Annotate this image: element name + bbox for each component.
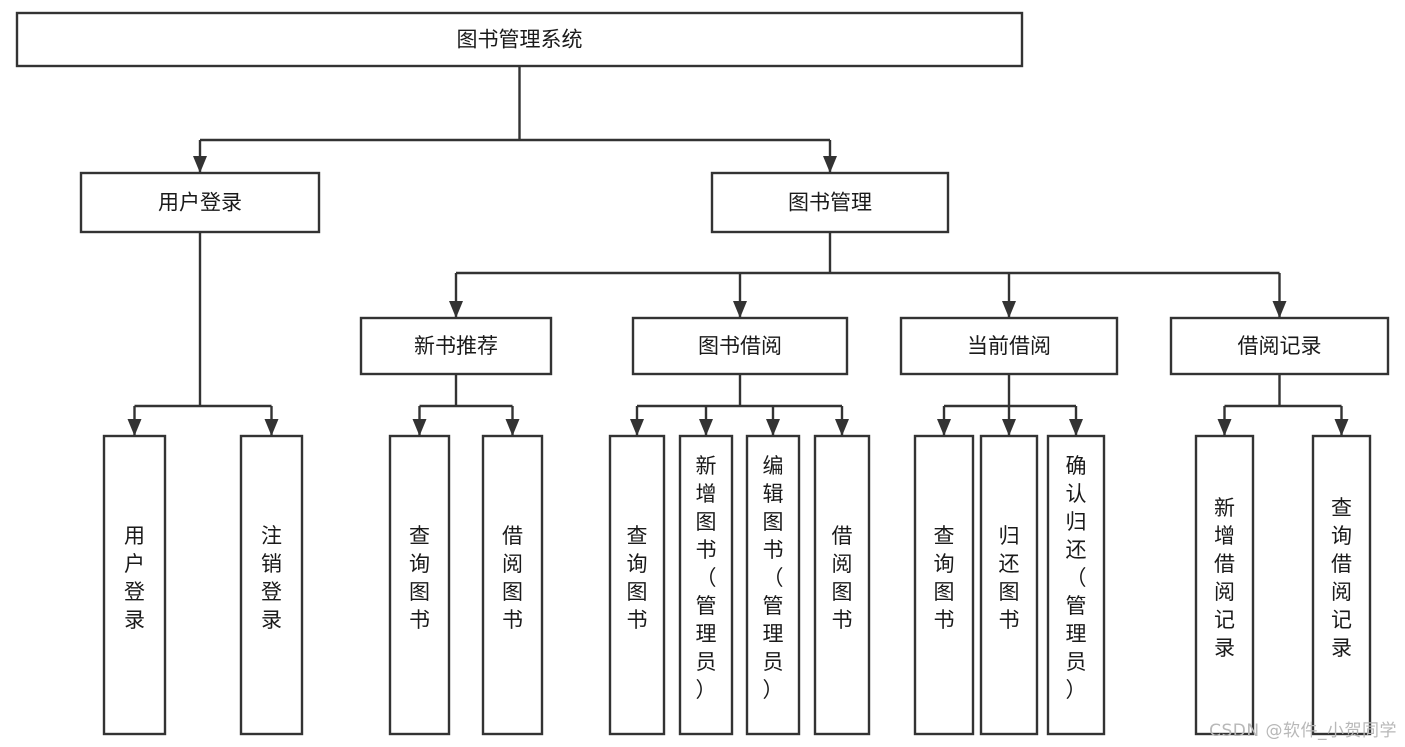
arrow-head-icon [823, 156, 837, 173]
node-user-login-label: 用户登录 [158, 191, 242, 215]
arrow-head-icon [1334, 419, 1349, 436]
node-book-borrow[interactable]: 图书借阅 [631, 316, 849, 376]
node-borrow-record-label: 借阅记录 [1238, 334, 1322, 358]
node-leaf-add-book-box[interactable] [678, 434, 734, 736]
node-user-login-box[interactable] [79, 171, 321, 234]
node-leaf-edit-book-box[interactable] [745, 434, 801, 736]
arrow-head-icon [1069, 419, 1083, 436]
node-leaf-return-book-label: 归还图书 [999, 524, 1020, 632]
arrow-head-icon [1272, 301, 1287, 318]
node-leaf-add-record-box[interactable] [1194, 434, 1255, 736]
node-book-manage-box[interactable] [710, 171, 950, 234]
node-new-book-recommend-label: 新书推荐 [414, 334, 498, 358]
node-leaf-query-record[interactable]: 查询借阅记录 [1311, 434, 1372, 736]
node-leaf-confirm-return[interactable]: 确认归还（管理员） [1046, 434, 1106, 736]
node-leaf-user-logout[interactable]: 注销登录 [239, 434, 304, 736]
node-leaf-query-book-2-box[interactable] [608, 434, 666, 736]
node-leaf-query-book-2-label: 查询图书 [627, 524, 648, 632]
arrow-head-icon [264, 419, 279, 436]
connectors-layer [127, 66, 1349, 436]
arrow-head-icon [630, 419, 644, 436]
node-book-manage-label: 图书管理 [788, 191, 872, 215]
node-borrow-record-box[interactable] [1169, 316, 1390, 376]
node-leaf-query-book-1-label: 查询图书 [409, 524, 430, 632]
node-leaf-query-book-1-box[interactable] [388, 434, 451, 736]
node-leaf-add-record[interactable]: 新增借阅记录 [1194, 434, 1255, 736]
node-leaf-query-book-3[interactable]: 查询图书 [913, 434, 975, 736]
node-leaf-borrow-book-2[interactable]: 借阅图书 [813, 434, 871, 736]
node-leaf-confirm-return-box[interactable] [1046, 434, 1106, 736]
node-current-borrow[interactable]: 当前借阅 [899, 316, 1119, 376]
node-leaf-borrow-book-2-label: 借阅图书 [832, 524, 853, 632]
arrow-head-icon [412, 419, 427, 436]
node-leaf-query-book-3-label: 查询图书 [934, 524, 955, 632]
arrow-head-icon [835, 419, 849, 436]
node-leaf-return-book-box[interactable] [979, 434, 1039, 736]
arrow-head-icon [193, 156, 207, 173]
node-current-borrow-box[interactable] [899, 316, 1119, 376]
node-leaf-query-record-box[interactable] [1311, 434, 1372, 736]
arrow-head-icon [505, 419, 520, 436]
node-leaf-user-login-label: 用户登录 [124, 524, 145, 632]
arrow-head-icon [449, 301, 463, 318]
node-current-borrow-label: 当前借阅 [967, 334, 1051, 358]
node-book-manage[interactable]: 图书管理 [710, 171, 950, 234]
node-leaf-add-book-label: 新增图书（管理员） [696, 454, 717, 702]
node-leaf-query-book-2[interactable]: 查询图书 [608, 434, 666, 736]
node-book-borrow-box[interactable] [631, 316, 849, 376]
node-root-图书管理系统[interactable]: 图书管理系统 [15, 11, 1024, 68]
arrow-head-icon [1002, 419, 1016, 436]
arrow-head-icon [1002, 301, 1016, 318]
watermark-label: CSDN @软件_小贺同学 [1209, 721, 1397, 741]
node-new-book-recommend-box[interactable] [359, 316, 553, 376]
node-new-book-recommend[interactable]: 新书推荐 [359, 316, 553, 376]
arrow-head-icon [1217, 419, 1232, 436]
node-leaf-return-book[interactable]: 归还图书 [979, 434, 1039, 736]
node-leaf-add-record-label: 新增借阅记录 [1214, 496, 1235, 660]
node-root-图书管理系统-label: 图书管理系统 [457, 28, 583, 52]
arrow-head-icon [733, 301, 747, 318]
node-root-图书管理系统-box[interactable] [15, 11, 1024, 68]
node-leaf-query-book-3-box[interactable] [913, 434, 975, 736]
node-leaf-add-book[interactable]: 新增图书（管理员） [678, 434, 734, 736]
nodes-layer: 图书管理系统用户登录图书管理新书推荐图书借阅当前借阅借阅记录用户登录注销登录查询… [15, 11, 1390, 736]
node-borrow-record[interactable]: 借阅记录 [1169, 316, 1390, 376]
node-leaf-edit-book[interactable]: 编辑图书（管理员） [745, 434, 801, 736]
node-leaf-user-logout-label: 注销登录 [261, 524, 282, 632]
node-leaf-borrow-book-1-label: 借阅图书 [502, 524, 523, 632]
node-leaf-borrow-book-1[interactable]: 借阅图书 [481, 434, 544, 736]
node-book-borrow-label: 图书借阅 [698, 334, 782, 358]
arrow-head-icon [699, 419, 713, 436]
node-leaf-borrow-book-1-box[interactable] [481, 434, 544, 736]
arrow-head-icon [937, 419, 951, 436]
arrow-head-icon [127, 419, 142, 436]
node-leaf-user-logout-box[interactable] [239, 434, 304, 736]
node-leaf-user-login[interactable]: 用户登录 [102, 434, 167, 736]
arrow-head-icon [766, 419, 780, 436]
node-user-login[interactable]: 用户登录 [79, 171, 321, 234]
node-leaf-query-book-1[interactable]: 查询图书 [388, 434, 451, 736]
node-leaf-query-record-label: 查询借阅记录 [1331, 496, 1352, 660]
node-leaf-user-login-box[interactable] [102, 434, 167, 736]
node-leaf-borrow-book-2-box[interactable] [813, 434, 871, 736]
node-leaf-confirm-return-label: 确认归还（管理员） [1066, 454, 1087, 702]
node-leaf-edit-book-label: 编辑图书（管理员） [763, 454, 784, 702]
